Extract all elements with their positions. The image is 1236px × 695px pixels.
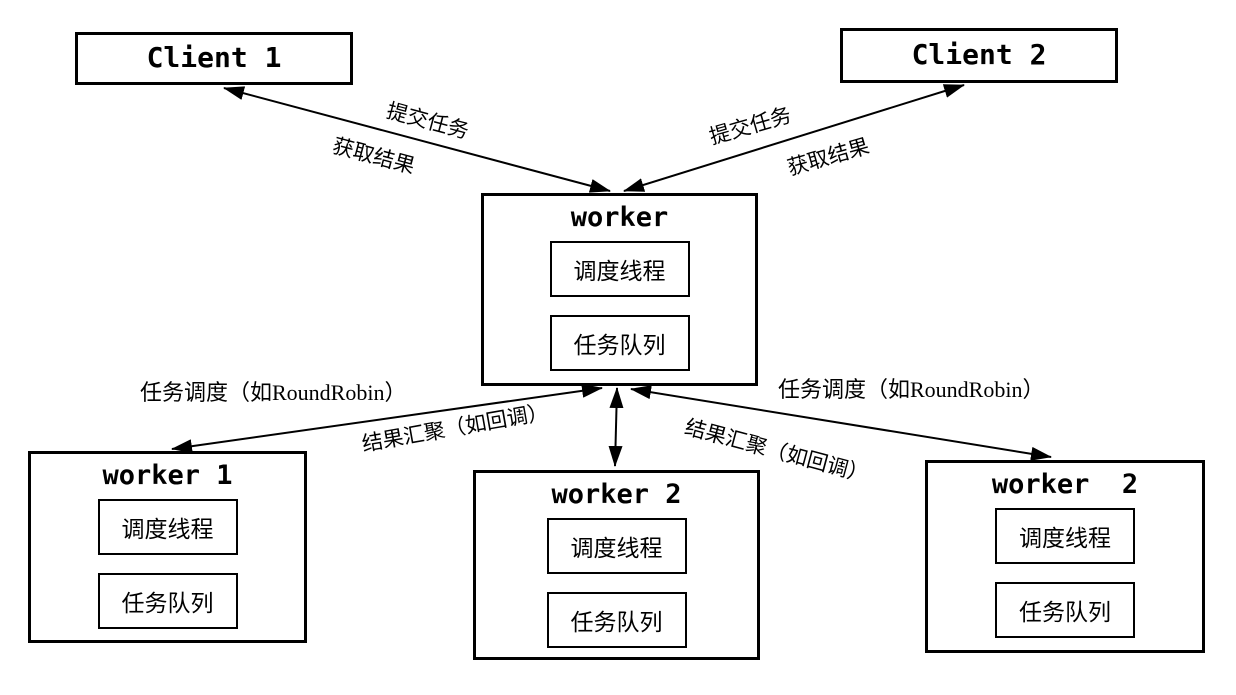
node-worker1: worker 1 调度线程 任务队列 [28,451,307,643]
master-task-queue-box: 任务队列 [549,315,690,372]
worker2-right-schedule-thread-box: 调度线程 [995,508,1135,565]
arrow-client2-master [623,84,965,192]
task-queue-label: 任务队列 [573,333,666,359]
node-worker2-mid: worker 2 调度线程 任务队列 [473,470,760,660]
worker1-schedule-thread-box: 调度线程 [97,499,238,556]
arrow-client1-master [223,86,611,193]
node-client1: Client 1 [75,32,353,85]
node-client2: Client 2 [840,28,1118,83]
task-queue-label: 任务队列 [121,591,214,617]
schedule-thread-label: 调度线程 [570,536,663,562]
worker2-mid-title: worker 2 [551,479,682,510]
arrow-master-worker1 [171,383,603,454]
node-worker2-right: worker 2 调度线程 任务队列 [925,460,1205,653]
worker2-mid-task-queue-box: 任务队列 [546,592,687,649]
arrow-master-worker2-mid [608,387,624,467]
worker1-title: worker 1 [102,460,233,491]
master-schedule-thread-box: 调度线程 [549,241,690,298]
client1-title: Client 1 [146,41,282,75]
schedule-thread-label: 调度线程 [573,259,666,285]
edge-label-task-schedule-right: 任务调度（如RoundRobin） [778,377,1045,402]
worker2-mid-schedule-thread-box: 调度线程 [546,518,687,575]
task-queue-label: 任务队列 [570,610,663,636]
task-queue-label: 任务队列 [1019,600,1111,626]
node-master-worker: worker 调度线程 任务队列 [481,193,758,386]
worker2-right-task-queue-box: 任务队列 [995,582,1135,639]
worker2-right-title: worker 2 [991,469,1139,500]
schedule-thread-label: 调度线程 [1019,526,1111,552]
schedule-thread-label: 调度线程 [121,517,214,543]
worker1-task-queue-box: 任务队列 [97,573,238,630]
client2-title: Client 2 [911,38,1047,72]
edge-label-task-schedule-left: 任务调度（如RoundRobin） [140,380,407,405]
arrow-master-worker2-right [630,385,1052,461]
master-worker-title: worker [570,202,669,233]
